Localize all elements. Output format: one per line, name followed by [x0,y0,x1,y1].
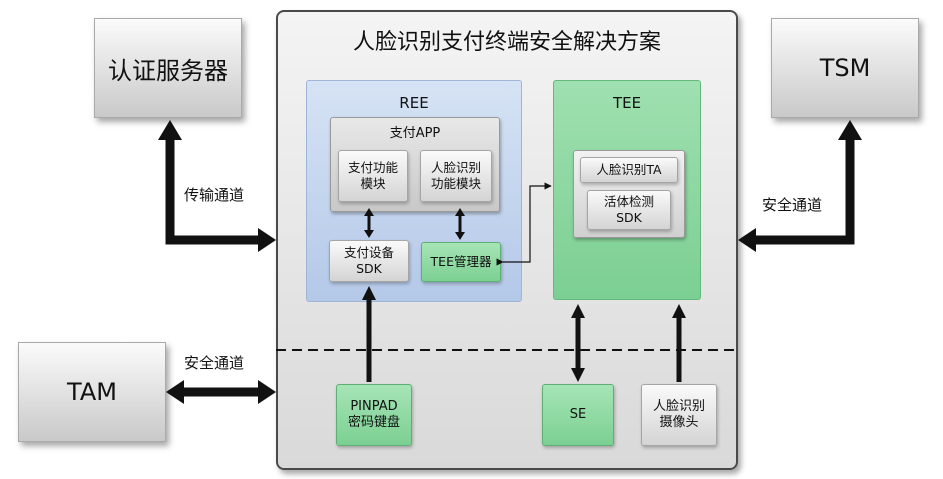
diagram-title: 人脸识别支付终端安全解决方案 [352,30,661,55]
transport-channel-label: 传输通道 [184,186,245,204]
tee-manager-label: TEE管理器 [430,254,492,269]
tsm-secure-channel-arrow [738,120,862,252]
tam-box: TAM [18,342,166,442]
pay-module-sdk-arrow [364,208,374,238]
se-label: SE [569,407,587,422]
tsm-secure-channel-label: 安全通道 [762,196,823,214]
tsm-box: TSM [771,18,919,118]
ree-label: REE [399,94,429,112]
face-ta-label: 人脸识别TA [596,162,662,177]
pay-sdk-box: 支付设备 SDK [329,240,409,282]
pay-app-label: 支付APP [389,126,441,141]
pay-sdk-label: 支付设备 SDK [343,245,394,276]
face-ta-box: 人脸识别TA [580,157,678,183]
camera-box: 人脸识别 摄像头 [641,384,717,446]
camera-label: 人脸识别 摄像头 [652,399,705,430]
tsm-label: TSM [819,54,871,82]
liveness-sdk-box: 活体检测 SDK [587,190,671,230]
pay-module-label: 支付功能 模块 [347,160,398,191]
pinpad-label: PINPAD 密码键盘 [347,399,400,430]
pinpad-sdk-arrow [362,286,376,382]
face-module-label: 人脸识别 功能模块 [430,160,481,191]
tee-manager-box: TEE管理器 [421,242,501,282]
face-module-box: 人脸识别 功能模块 [420,150,492,202]
tee-manager-tee-link [496,182,552,266]
auth-server-label: 认证服务器 [108,56,228,85]
tam-secure-channel-arrow [166,380,276,404]
se-box: SE [542,384,614,446]
se-tee-arrow [571,304,585,382]
auth-server-box: 认证服务器 [94,18,242,118]
transport-channel-arrow [158,120,276,252]
tam-label: TAM [67,378,117,406]
pinpad-box: PINPAD 密码键盘 [336,384,412,446]
pay-module-box: 支付功能 模块 [338,150,408,202]
tee-label: TEE [612,94,642,112]
liveness-sdk-label: 活体检测 SDK [603,194,654,225]
tam-secure-channel-label: 安全通道 [184,354,245,372]
face-module-tee-manager-arrow [455,208,465,240]
camera-tee-arrow [672,304,686,382]
